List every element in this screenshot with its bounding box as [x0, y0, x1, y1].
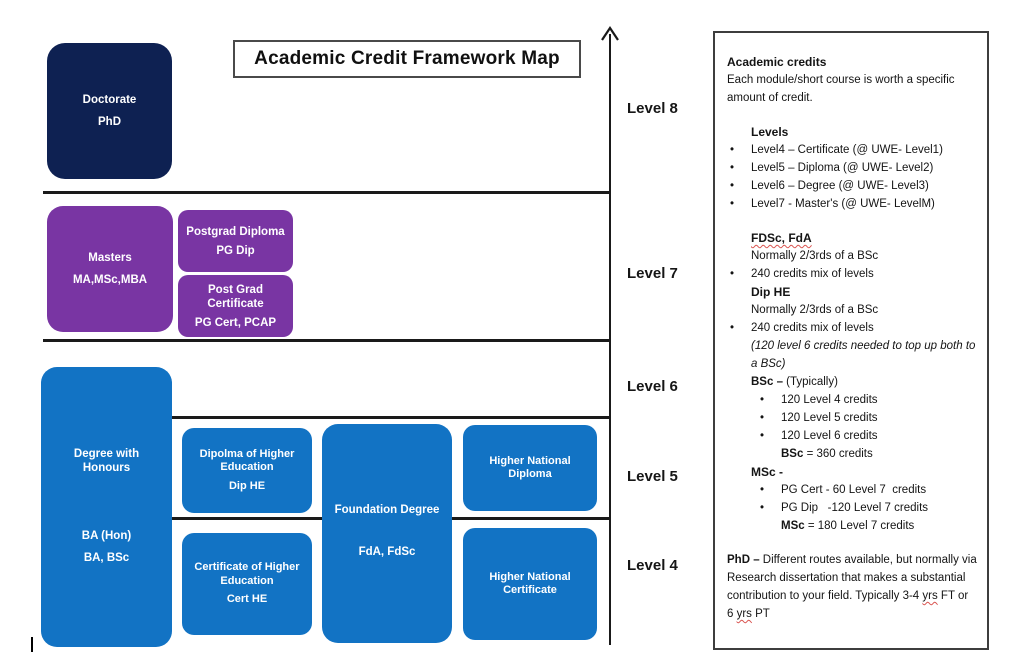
certificate-he-subtitle: Cert HE — [226, 593, 268, 606]
bsc-heading-rest: (Typically) — [786, 376, 838, 388]
msc-total-lead: MSc — [781, 520, 805, 532]
bsc-total-rest: = 360 credits — [803, 448, 873, 460]
ba-hon-label: BA (Hon) — [81, 530, 132, 542]
diploma-he-title: Dipolma of Higher Education — [199, 447, 295, 474]
spacer — [727, 107, 977, 123]
higher-national-diploma-box: Higher National Diploma — [463, 425, 597, 511]
foundation-degree-box: Foundation Degree FdA, FdSc — [322, 424, 452, 643]
higher-national-certificate-box: Higher National Certificate — [463, 528, 597, 640]
masters-box: Masters MA,MSc,MBA — [47, 206, 173, 332]
ba-bsc-label: BA, BSc — [83, 552, 130, 564]
postgrad-diploma-box: Postgrad Diploma PG Dip — [178, 210, 293, 272]
diphe-note: Normally 2/3rds of a BSc — [751, 304, 879, 316]
bsc-bullet: 120 Level 6 credits — [757, 427, 977, 445]
postgrad-certificate-title: Post Grad Certificate — [207, 283, 264, 310]
page-title-text: Academic Credit Framework Map — [254, 48, 560, 69]
degree-with-honours-title: Degree with Honours — [73, 448, 140, 474]
phd-note-yrs: yrs — [922, 590, 938, 602]
fdsc-heading-text: FDSc, FdA — [751, 231, 812, 245]
level-4-label: Level 4 — [627, 557, 678, 574]
doctorate-title: Doctorate — [82, 94, 137, 106]
postgrad-diploma-subtitle: PG Dip — [216, 244, 255, 257]
level-6-7-boundary-line — [43, 339, 611, 342]
level-bullet: Level6 – Degree (@ UWE- Level3) — [727, 177, 977, 195]
phd-note-end: PT — [751, 608, 770, 620]
level-bullet: Level5 – Diploma (@ UWE- Level2) — [727, 159, 977, 177]
level-bullet: Level7 - Master's (@ UWE- LevelM) — [727, 195, 977, 213]
foundation-degree-title: Foundation Degree — [334, 504, 440, 516]
academic-credits-panel: Academic credits Each module/short cours… — [713, 31, 989, 650]
higher-national-diploma-title: Higher National Diploma — [489, 454, 571, 481]
phd-note-lead: PhD – — [727, 554, 763, 566]
phd-note-body: Different routes available, but normally… — [727, 554, 977, 602]
top-up-note: (120 level 6 credits needed to top up bo… — [751, 340, 976, 370]
diphe-heading: Dip HE — [751, 285, 791, 299]
postgrad-diploma-title: Postgrad Diploma — [186, 225, 285, 238]
fdsc-bullet: 240 credits mix of levels — [727, 265, 977, 283]
fdsc-note: Normally 2/3rds of a BSc — [751, 250, 879, 262]
doctorate-subtitle: PhD — [98, 116, 121, 128]
bsc-bullet: 120 Level 4 credits — [757, 391, 977, 409]
levels-heading: Levels — [751, 125, 789, 139]
level-axis — [609, 34, 611, 645]
level-8-label: Level 8 — [627, 100, 678, 117]
bsc-total: BSc = 360 credits — [781, 445, 977, 463]
postgrad-certificate-box: Post Grad Certificate PG Cert, PCAP — [178, 275, 293, 337]
text-cursor-artifact — [31, 637, 33, 652]
level-bullet: Level4 – Certificate (@ UWE- Level1) — [727, 141, 977, 159]
certificate-he-box: Certificate of Higher Education Cert HE — [182, 533, 312, 635]
bsc-total-lead: BSc — [781, 448, 804, 460]
academic-credits-heading: Academic credits — [727, 55, 827, 69]
doctorate-box: Doctorate PhD — [47, 43, 172, 179]
msc-heading: MSc - — [751, 465, 784, 479]
msc-total: MSc = 180 Level 7 credits — [781, 517, 977, 535]
diploma-he-subtitle: Dip HE — [228, 479, 266, 492]
spacer — [727, 213, 977, 229]
level-7-label: Level 7 — [627, 265, 678, 282]
postgrad-certificate-subtitle: PG Cert, PCAP — [194, 316, 277, 329]
level-6-label: Level 6 — [627, 378, 678, 395]
arrow-up-icon — [601, 26, 619, 41]
masters-subtitle: MA,MSc,MBA — [72, 274, 148, 286]
diphe-bullet: 240 credits mix of levels — [727, 319, 977, 337]
foundation-degree-subtitle: FdA, FdSc — [358, 546, 416, 558]
degree-with-honours-box: Degree with Honours BA (Hon) BA, BSc — [41, 367, 172, 647]
higher-national-certificate-title: Higher National Certificate — [489, 570, 571, 597]
phd-note-mid: FT or 6 — [727, 590, 969, 620]
phd-note-yrs: yrs — [736, 608, 752, 620]
msc-total-rest: = 180 Level 7 credits — [804, 520, 915, 532]
masters-title: Masters — [88, 252, 132, 264]
msc-bullet: PG Dip -120 Level 7 credits — [757, 499, 977, 517]
bsc-heading-lead: BSc – — [751, 376, 787, 388]
level-5-label: Level 5 — [627, 468, 678, 485]
level-5-6-boundary-line — [46, 416, 611, 419]
certificate-he-title: Certificate of Higher Education — [194, 561, 300, 587]
page-title: Academic Credit Framework Map — [233, 40, 581, 78]
level-7-8-boundary-line — [43, 191, 611, 194]
msc-bullet: PG Cert - 60 Level 7 credits — [757, 481, 977, 499]
fdsc-heading: FDSc, FdA — [751, 229, 977, 247]
bsc-heading: BSc – (Typically) — [751, 373, 977, 391]
diploma-he-box: Dipolma of Higher Education Dip HE — [182, 428, 312, 513]
phd-note: PhD – Different routes available, but no… — [727, 551, 977, 623]
academic-credits-intro: Each module/short course is worth a spec… — [727, 74, 955, 104]
bsc-bullet: 120 Level 5 credits — [757, 409, 977, 427]
spacer — [727, 535, 977, 551]
